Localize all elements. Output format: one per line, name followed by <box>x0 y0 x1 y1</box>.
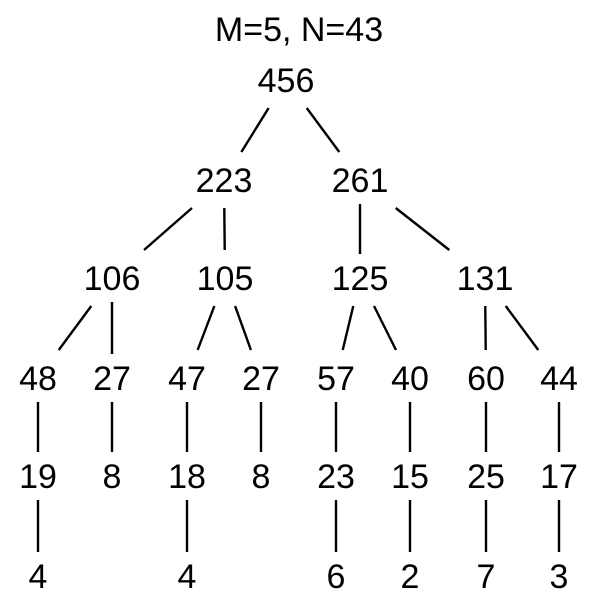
tree-node: 8 <box>252 458 271 496</box>
tree-edge <box>341 305 355 351</box>
tree-node: 15 <box>391 458 429 496</box>
tree-node: 48 <box>19 360 57 398</box>
tree-node: 7 <box>477 558 496 596</box>
tree-node: 4 <box>29 558 48 596</box>
tree-node: 27 <box>242 360 280 398</box>
tree-edge <box>233 305 253 351</box>
tree-node: 456 <box>258 62 315 100</box>
tree-node: 6 <box>327 558 346 596</box>
tree-node: 2 <box>401 558 420 596</box>
tree-node: 19 <box>19 458 57 496</box>
tree-edge <box>240 107 270 153</box>
tree-node: 223 <box>196 162 253 200</box>
tree-edge <box>196 305 216 351</box>
tree-edge <box>394 207 451 251</box>
tree-node: 40 <box>391 360 429 398</box>
tree-node: 261 <box>332 162 389 200</box>
tree-nodes: 4562231064819427810547184278261125572364… <box>19 62 578 596</box>
tree-node: 25 <box>467 458 505 496</box>
tree-edge <box>504 305 540 351</box>
tree-node: 44 <box>540 360 578 398</box>
tree-edges <box>36 107 561 552</box>
tree-node: 23 <box>317 458 355 496</box>
tree-edge <box>305 107 341 153</box>
tree-edge <box>143 207 193 251</box>
tree-node: 131 <box>457 260 514 298</box>
tree-node: 27 <box>93 360 131 398</box>
tree-edge <box>372 305 398 351</box>
tree-node: 47 <box>168 360 206 398</box>
tree-node: 106 <box>84 260 141 298</box>
tree-node: 60 <box>467 360 505 398</box>
tree-node: 4 <box>178 558 197 596</box>
tree-node: 8 <box>103 458 122 496</box>
tree-edge <box>57 305 93 351</box>
tree-node: 57 <box>317 360 355 398</box>
tree-node: 17 <box>540 458 578 496</box>
tree-node: 125 <box>332 260 389 298</box>
tree-node: 3 <box>550 558 569 596</box>
tree-node: 18 <box>168 458 206 496</box>
diagram-title: M=5, N=43 <box>215 11 383 49</box>
tree-node: 105 <box>197 260 254 298</box>
